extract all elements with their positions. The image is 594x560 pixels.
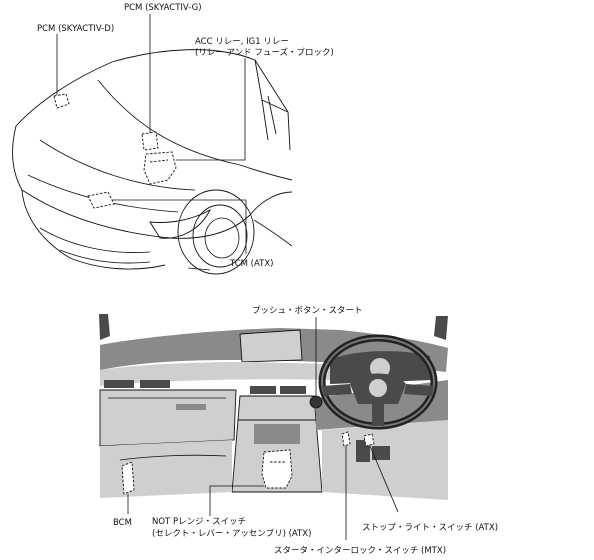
car-front-illustration xyxy=(12,49,293,275)
steering-wheel xyxy=(318,334,438,430)
pcm-skyactiv-d-marker xyxy=(53,93,70,109)
label-starter-interlock-switch: スタータ・インターロック・スイッチ (MTX) xyxy=(274,546,446,556)
starter-interlock-marker xyxy=(341,431,351,447)
relay-fuse-block-marker xyxy=(143,151,177,185)
label-bcm: BCM xyxy=(113,518,132,528)
bottom-leader-lines xyxy=(127,317,399,540)
label-not-p-range-switch: NOT Pレンジ・スイッチ xyxy=(152,517,246,527)
push-button-start-marker xyxy=(309,395,323,409)
label-pcm-skyactiv-d: PCM (SKYACTIV-D) xyxy=(37,24,114,34)
bcm-marker xyxy=(121,461,135,495)
label-stop-light-switch: ストップ・ライト・スイッチ (ATX) xyxy=(362,523,498,533)
label-acc-ig1-relay: ACC リレー, IG1 リレー xyxy=(195,37,289,47)
label-push-button-start: プッシュ・ボタン・スタート xyxy=(252,306,363,316)
select-lever-marker xyxy=(261,449,293,489)
label-pcm-skyactiv-g: PCM (SKYACTIV-G) xyxy=(124,3,202,13)
label-tcm-atx: TCM (ATX) xyxy=(229,259,273,269)
label-relay-fuse-block: (リレー アンド フューズ・ブロック) xyxy=(195,47,334,58)
tcm-atx-marker xyxy=(87,191,115,209)
stop-light-switch-marker xyxy=(363,433,375,447)
top-leader-lines xyxy=(56,14,247,254)
label-select-lever-assembly: (セレクト・レバー・アッセンブリ) (ATX) xyxy=(152,528,311,539)
pcm-skyactiv-g-marker xyxy=(141,131,159,151)
